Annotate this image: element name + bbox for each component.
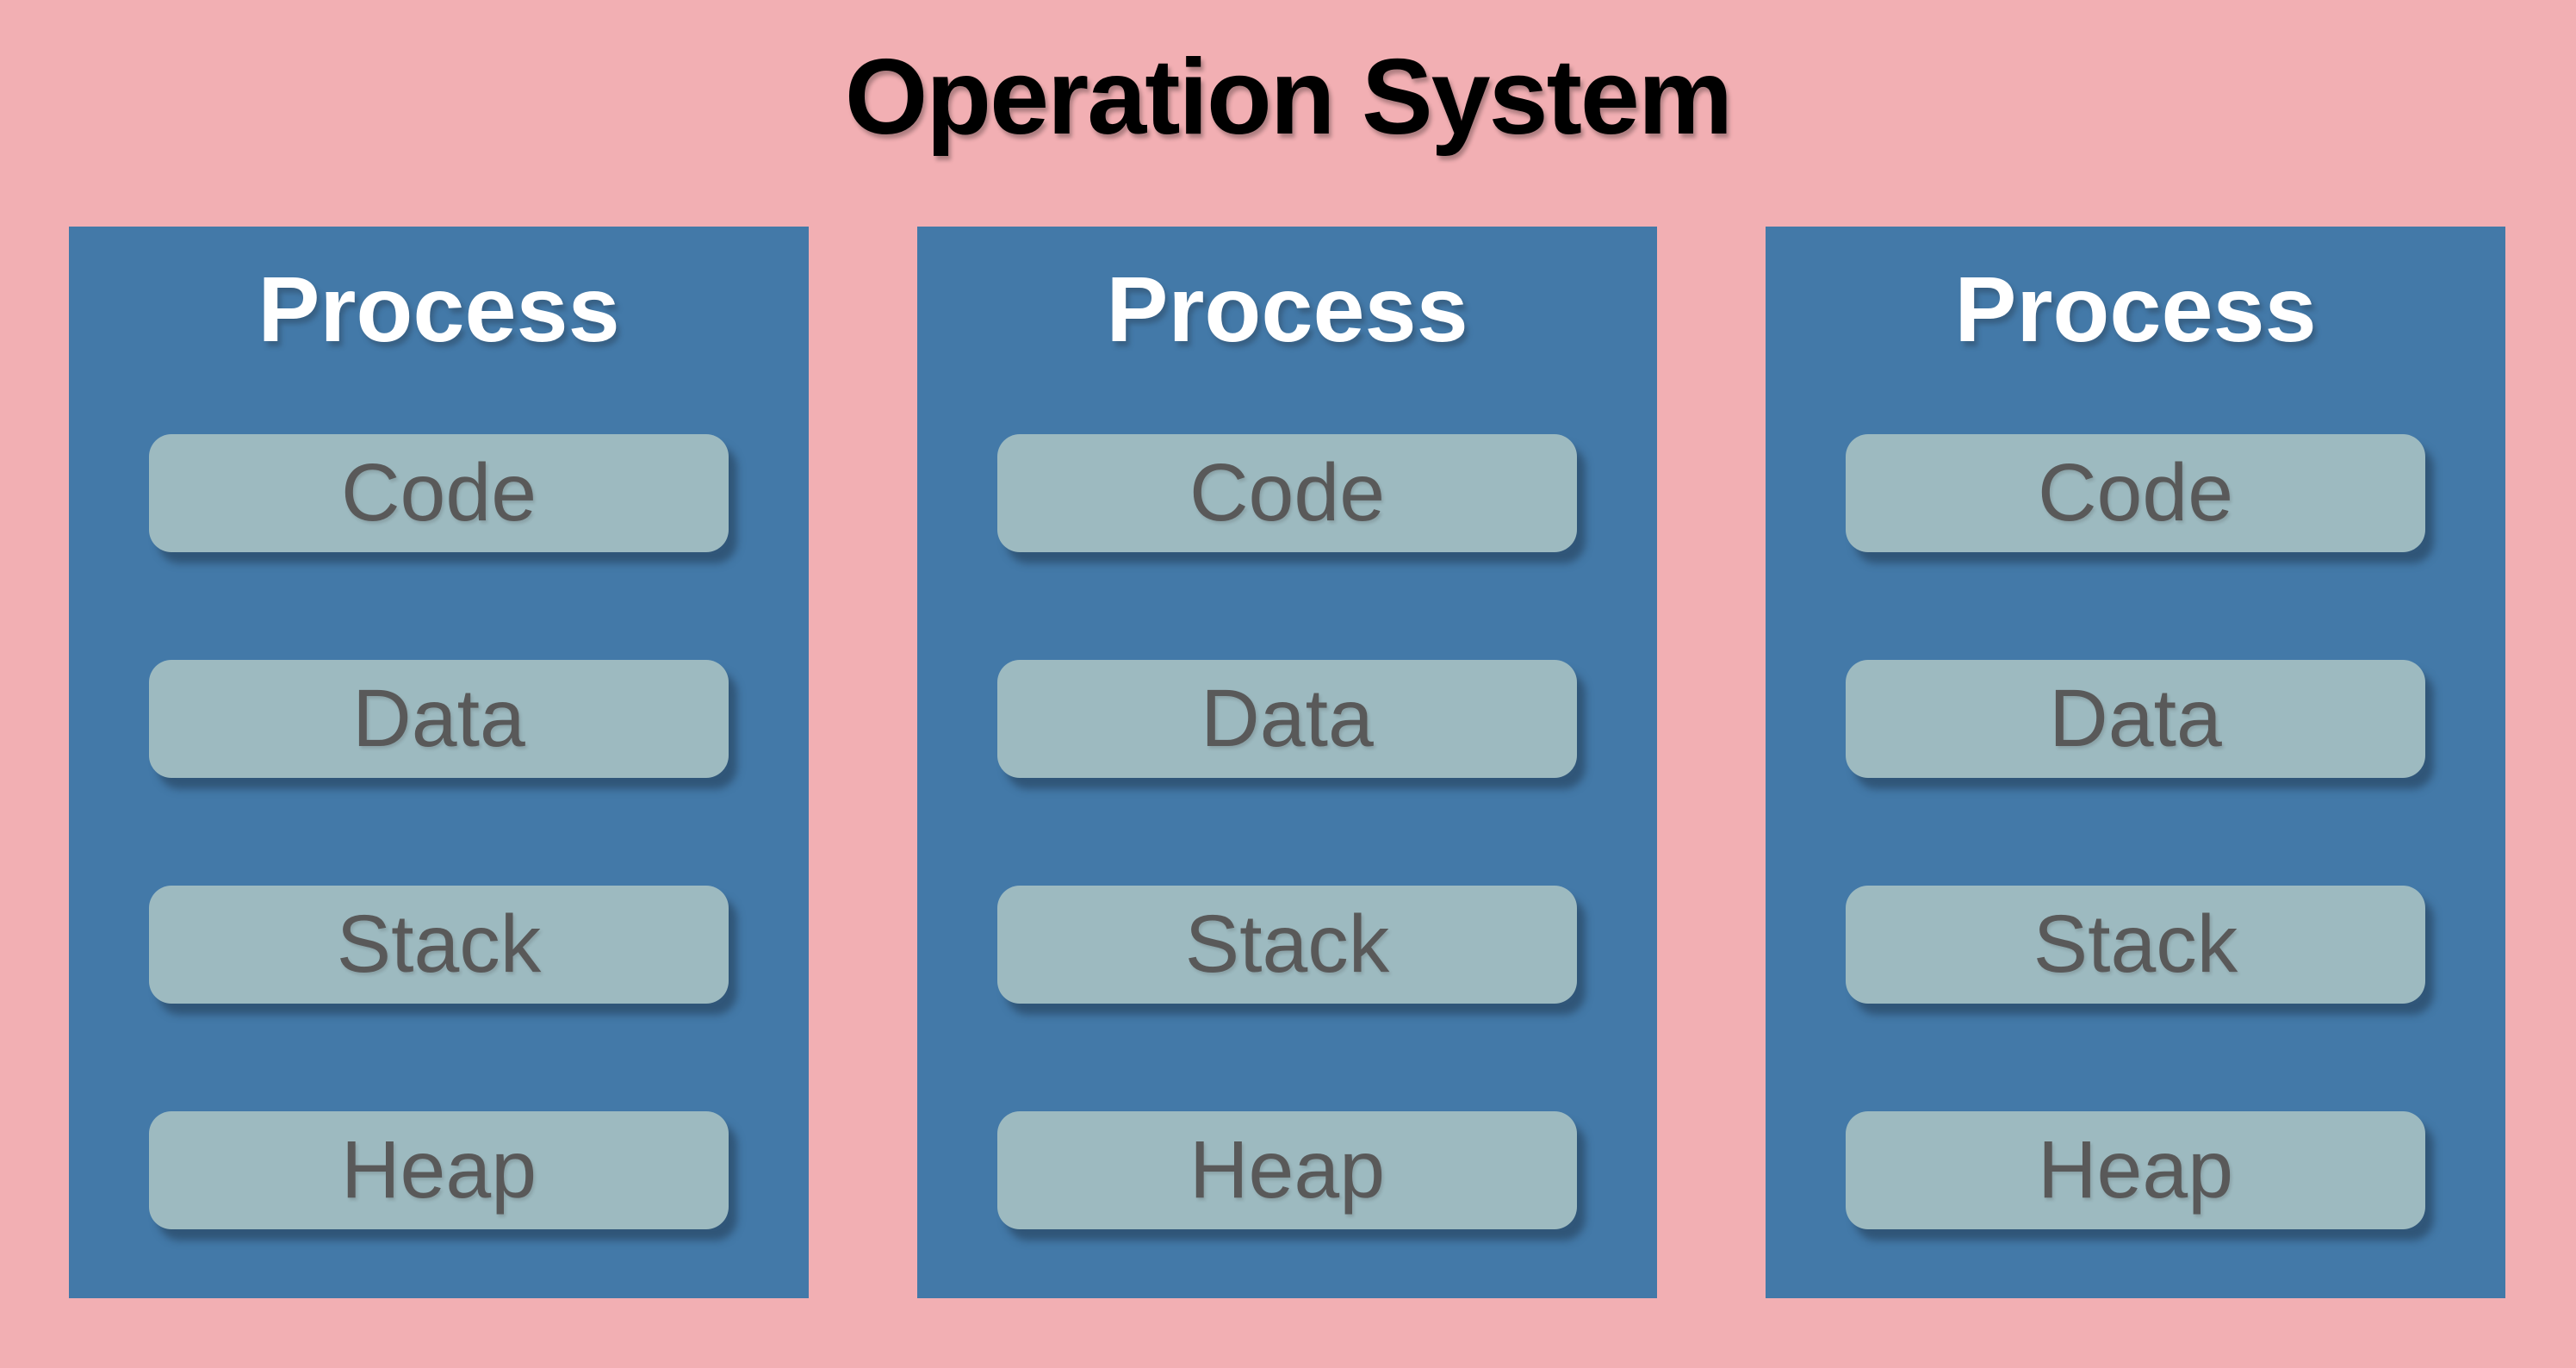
process-title: Process [1954, 257, 2317, 361]
process-card-3: Process Code Data Stack Heap [1766, 227, 2505, 1298]
diagram-title: Operation System [844, 38, 1733, 157]
process-title: Process [258, 257, 620, 361]
memory-segment-data: Data [149, 660, 729, 779]
memory-segment-heap: Heap [997, 1111, 1577, 1230]
memory-segment-stack: Stack [997, 886, 1577, 1004]
memory-segment-heap: Heap [149, 1111, 729, 1230]
memory-segment-data: Data [997, 660, 1577, 779]
memory-segment-code: Code [997, 434, 1577, 553]
process-title: Process [1106, 257, 1468, 361]
process-card-1: Process Code Data Stack Heap [69, 227, 809, 1298]
memory-segment-data: Data [1846, 660, 2425, 779]
memory-segment-code: Code [149, 434, 729, 553]
process-columns: Process Code Data Stack Heap Process Cod… [69, 227, 2505, 1298]
process-card-2: Process Code Data Stack Heap [917, 227, 1657, 1298]
memory-segment-code: Code [1846, 434, 2425, 553]
memory-segment-stack: Stack [1846, 886, 2425, 1004]
memory-segment-stack: Stack [149, 886, 729, 1004]
memory-segment-heap: Heap [1846, 1111, 2425, 1230]
